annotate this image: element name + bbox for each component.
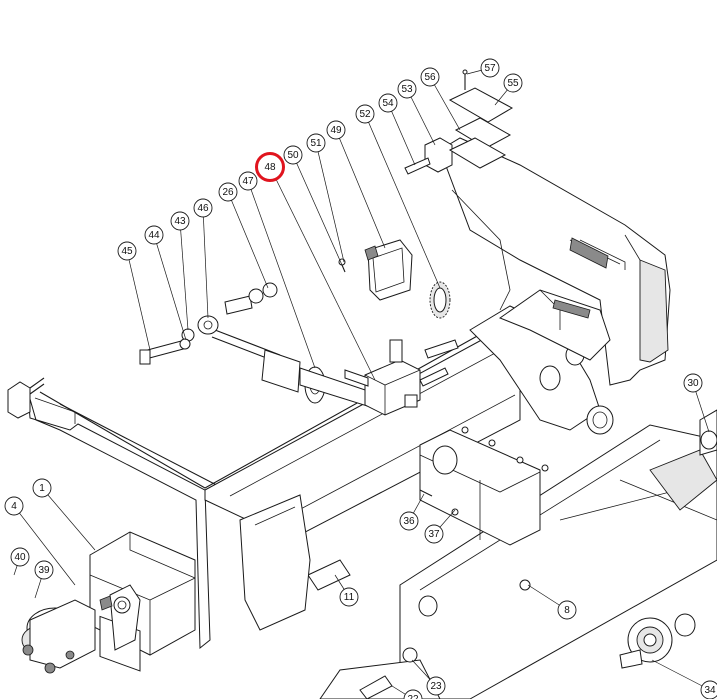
callout-number: 54	[382, 98, 394, 109]
callout-circle	[238, 171, 258, 191]
callout-number: 26	[222, 187, 234, 198]
callout-57: 57	[480, 58, 500, 78]
callout-4: 4	[4, 496, 24, 516]
callout-circle	[339, 587, 359, 607]
callout-number: 11	[344, 592, 355, 603]
callout-circle	[4, 496, 24, 516]
callout-number: 39	[38, 565, 50, 576]
callout-circle	[557, 600, 577, 620]
callout-circle	[503, 73, 523, 93]
callout-39: 39	[34, 560, 54, 580]
callout-circle	[378, 93, 398, 113]
callout-26: 26	[218, 182, 238, 202]
callout-number: 44	[148, 230, 160, 241]
callout-circle	[480, 58, 500, 78]
callout-45: 45	[117, 241, 137, 261]
callout-circle	[283, 145, 303, 165]
callout-number: 50	[287, 150, 299, 161]
callout-number: 47	[242, 176, 254, 187]
right-arm-assembly	[239, 409, 717, 699]
highlight-ring	[255, 152, 285, 182]
callout-circle	[326, 120, 346, 140]
callout-circle	[426, 676, 446, 696]
callout-22: 22	[403, 689, 423, 699]
callout-46: 46	[193, 198, 213, 218]
callout-circle	[34, 560, 54, 580]
callout-52: 52	[355, 104, 375, 124]
callout-51: 51	[306, 133, 326, 153]
callout-30: 30	[683, 373, 703, 393]
callout-36: 36	[399, 511, 419, 531]
callout-number: 40	[14, 552, 26, 563]
callout-56: 56	[420, 67, 440, 87]
callout-circle	[420, 67, 440, 87]
callout-circle	[144, 225, 164, 245]
callout-number: 34	[704, 685, 716, 696]
callout-number: 23	[430, 681, 442, 692]
callout-number: 8	[564, 605, 570, 616]
callout-circle	[193, 198, 213, 218]
callout-number: 36	[403, 516, 415, 527]
callout-number: 22	[407, 694, 419, 699]
callout-number: 46	[197, 203, 209, 214]
callout-number: 56	[424, 72, 436, 83]
callout-8: 8	[557, 600, 577, 620]
callout-1: 1	[32, 478, 52, 498]
callout-49: 49	[326, 120, 346, 140]
callout-circle	[10, 547, 30, 567]
main-boom-frame	[27, 137, 671, 650]
callout-50: 50	[283, 145, 303, 165]
callout-circle	[700, 680, 717, 699]
callout-11: 11	[339, 587, 359, 607]
callout-number: 30	[687, 378, 699, 389]
callout-53: 53	[397, 79, 417, 99]
callout-circle	[403, 689, 423, 699]
callout-number: 49	[330, 125, 342, 136]
hydraulic-cylinder	[139, 69, 514, 416]
callout-circle	[32, 478, 52, 498]
callout-23: 23	[426, 676, 446, 696]
callout-40: 40	[10, 547, 30, 567]
callout-43: 43	[170, 211, 190, 231]
callout-number: 52	[359, 109, 371, 120]
callout-circle	[218, 182, 238, 202]
callout-34: 34	[700, 680, 717, 699]
callout-54: 54	[378, 93, 398, 113]
callout-circle	[117, 241, 137, 261]
callout-number: 51	[310, 138, 322, 149]
callout-circle	[306, 133, 326, 153]
callout-circle	[397, 79, 417, 99]
callout-number: 1	[39, 483, 45, 494]
callout-number: 48	[264, 162, 276, 173]
callout-bubbles: 57 55 56 53 54 52 49 51 50 48 47 26 46 43 44 45 30 1 4 40 39…	[4, 58, 717, 699]
callout-number: 37	[428, 529, 440, 540]
callout-circle	[170, 211, 190, 231]
callout-number: 4	[11, 501, 17, 512]
callout-number: 43	[174, 216, 186, 227]
callout-circle	[424, 524, 444, 544]
callout-number: 57	[484, 63, 496, 74]
callout-circle	[355, 104, 375, 124]
pump-motor-unit	[7, 377, 196, 674]
callout-55: 55	[503, 73, 523, 93]
callout-circle	[399, 511, 419, 531]
callout-37: 37	[424, 524, 444, 544]
callout-circle	[683, 373, 703, 393]
callout-47: 47	[238, 171, 258, 191]
callout-number: 45	[121, 246, 133, 257]
callout-44: 44	[144, 225, 164, 245]
callout-number: 53	[401, 84, 413, 95]
callout-48: 48	[255, 152, 285, 182]
callout-number: 55	[507, 78, 519, 89]
